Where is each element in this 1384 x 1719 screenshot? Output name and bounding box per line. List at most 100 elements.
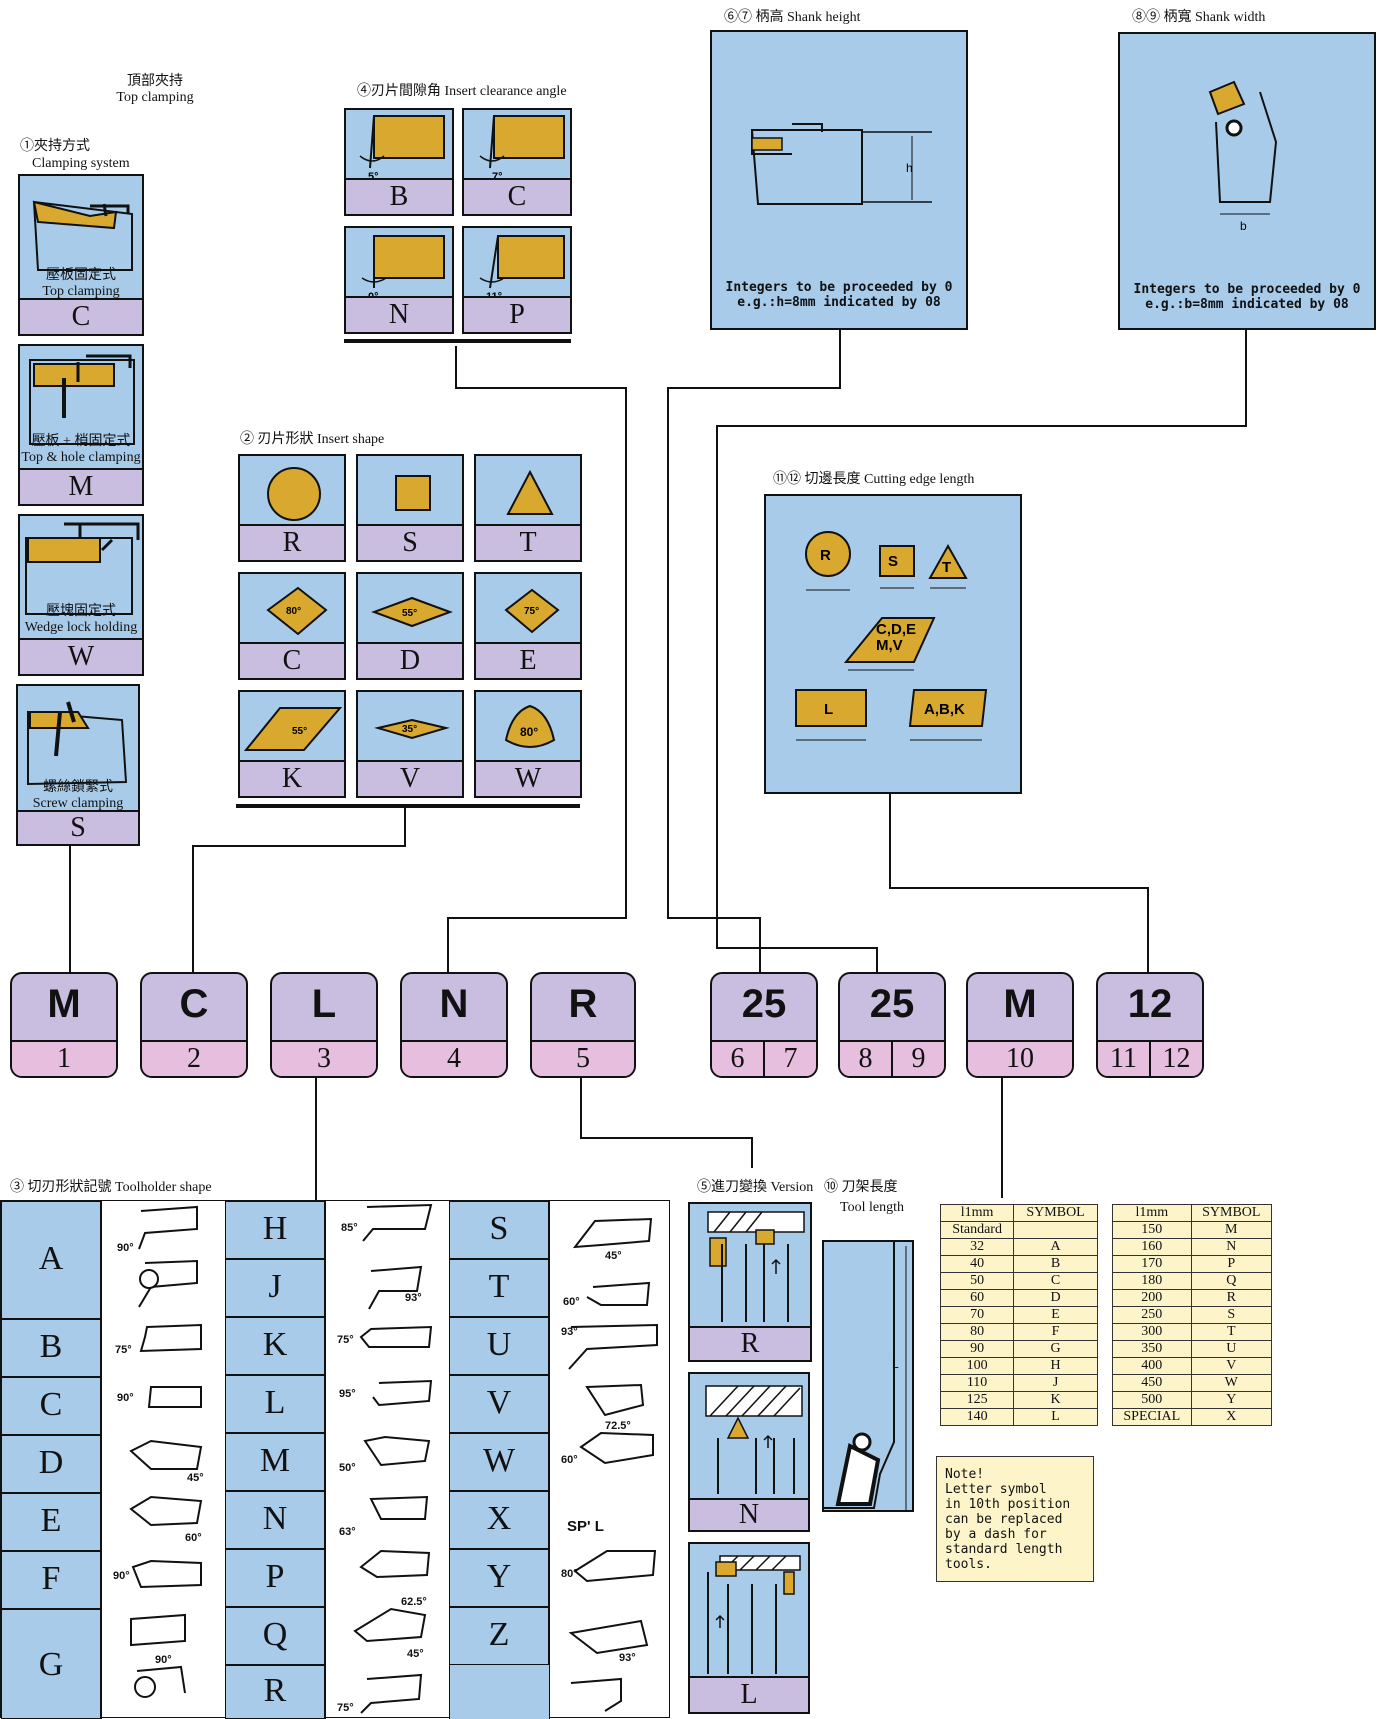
toolholder-code-cell: V: [449, 1375, 549, 1433]
shape-item: 75° E: [474, 572, 582, 680]
table-cell: A: [1013, 1238, 1098, 1256]
toolholder-code-cell: S: [449, 1201, 549, 1259]
shape-code: W: [514, 763, 542, 794]
clearance-item: 5° B: [344, 108, 454, 216]
toolholder-code: P: [265, 1558, 285, 1595]
toolholder-angle: 85°: [341, 1222, 358, 1234]
edge-label: R: [820, 547, 831, 564]
version-right-icon: [707, 1211, 805, 1322]
toolholder-code-cell: Y: [449, 1549, 549, 1607]
toolholder-angle: 60°: [561, 1454, 578, 1466]
shape-item: T: [474, 454, 582, 562]
top-hole-clamp-icon: [29, 354, 135, 445]
table-cell: J: [1013, 1374, 1098, 1392]
top-clamping-en: Top clamping: [116, 90, 194, 105]
shank-height-note2: e.g.:h=8mm indicated by 08: [737, 295, 941, 310]
toolholder-sketches: 90° 75° 90° 45° 60° 90° 90° 85° 93° 75° …: [113, 1203, 658, 1714]
toolholder-code-cell: N: [225, 1491, 325, 1549]
table-cell: 200: [1112, 1289, 1192, 1307]
code-pos: 12: [1149, 1042, 1202, 1076]
clamping-code: S: [70, 812, 86, 843]
length-dim: L: [892, 1357, 899, 1371]
shape-code: D: [399, 645, 421, 676]
shape-item: S: [356, 454, 464, 562]
code-pos: 7: [763, 1042, 816, 1076]
parallelogram-insert-icon: 55°: [243, 707, 343, 751]
circle-insert-icon: [267, 467, 321, 521]
table-cell: 32: [939, 1238, 1015, 1256]
toolholder-angle: 60°: [563, 1296, 580, 1308]
code-value: 25: [869, 982, 915, 1026]
shape-angle: 35°: [402, 724, 417, 735]
toolholder-code-cell: A: [1, 1201, 101, 1319]
toolholder-code: S: [489, 1210, 509, 1247]
svg-text:M,V: M,V: [876, 637, 903, 654]
toolholder-angle: 75°: [337, 1334, 354, 1346]
shape-title: ② 刃片形狀 Insert shape: [240, 432, 385, 447]
edge-panel: R S T C,D,E M,V L A,B,K: [764, 494, 1022, 794]
version-code: N: [738, 1499, 760, 1530]
table-cell: L: [1013, 1408, 1098, 1426]
svg-text:7°: 7°: [492, 171, 503, 183]
toolholder-code: Z: [488, 1616, 510, 1653]
code-value: L: [311, 982, 337, 1026]
table-cell: Y: [1190, 1391, 1273, 1409]
table-cell: 60: [939, 1289, 1015, 1307]
table-cell: 125: [939, 1391, 1015, 1409]
table-cell: 50: [939, 1272, 1015, 1290]
shape-code: C: [282, 645, 302, 676]
table-cell: 70: [939, 1306, 1015, 1324]
code-value: C: [179, 982, 209, 1026]
toolholder-code: K: [262, 1326, 288, 1363]
toolholder-code: F: [41, 1560, 61, 1597]
shape-angle: 80°: [520, 725, 538, 739]
toolholder-code: W: [482, 1442, 516, 1479]
toolholder-code-cell: F: [1, 1551, 101, 1609]
toolholder-code-cell: B: [1, 1319, 101, 1377]
shape-code: R: [282, 527, 302, 558]
table-cell: X: [1190, 1408, 1273, 1426]
toolholder-code: L: [264, 1384, 286, 1421]
toolholder-code: U: [486, 1326, 512, 1363]
table-cell: Q: [1190, 1272, 1273, 1290]
code-pos: 3: [317, 1043, 331, 1074]
code-pos: 5: [576, 1043, 590, 1074]
shank-width-note1: Integers to be proceeded by 0: [1133, 282, 1361, 297]
table-cell: 350: [1112, 1340, 1192, 1358]
tool-length-title-cn: ⑩ 刀架長度: [824, 1180, 898, 1195]
toolholder-code: X: [486, 1500, 512, 1537]
length-note: Note! Letter symbol in 10th position can…: [936, 1456, 1094, 1582]
clamping-en: Screw clamping: [32, 796, 124, 811]
table-cell: 450: [1112, 1374, 1192, 1392]
shape-angle: 75°: [524, 606, 539, 617]
toolholder-angle: 95°: [339, 1388, 356, 1400]
note-line: Note!: [945, 1467, 985, 1482]
table-cell: R: [1190, 1289, 1273, 1307]
table-cell: B: [1013, 1255, 1098, 1273]
toolholder-code: E: [40, 1502, 62, 1539]
clamping-code: M: [68, 471, 94, 502]
toolholder-angle: 93°: [619, 1652, 636, 1664]
table-cell: [1013, 1221, 1098, 1239]
toolholder-code-cell: C: [1, 1377, 101, 1435]
toolholder-code: Q: [262, 1616, 288, 1653]
clamping-en: Top & hole clamping: [21, 450, 141, 465]
code-pos: 10: [1006, 1043, 1034, 1074]
toolholder-code-cell: Q: [225, 1607, 325, 1665]
svg-text:S: S: [888, 553, 898, 570]
shape-angle: 55°: [402, 608, 417, 619]
code-pos: 4: [447, 1043, 461, 1074]
clearance-7-icon: 7°: [479, 115, 565, 183]
table-cell: C: [1013, 1272, 1098, 1290]
clearance-code: N: [388, 299, 410, 330]
table-cell: K: [1013, 1391, 1098, 1409]
clearance-item: 7° C: [462, 108, 572, 216]
toolholder-code: C: [39, 1386, 63, 1423]
clearance-item: 0° N: [344, 226, 454, 334]
toolholder-code: V: [486, 1384, 512, 1421]
table-head: l1mm: [1112, 1204, 1192, 1222]
version-left-icon: [707, 1555, 801, 1674]
